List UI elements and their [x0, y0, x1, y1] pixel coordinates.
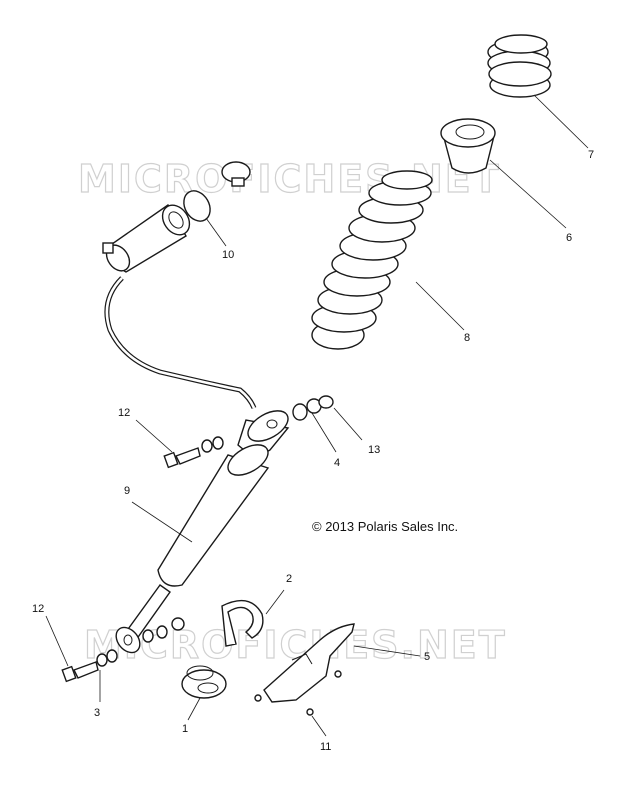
upper-bolt [163, 436, 224, 469]
callout-6: 6 [566, 232, 572, 244]
watermark-bottom: MICROFICHES.NET [84, 623, 507, 667]
large-spring [311, 170, 433, 350]
callout-12-lower: 12 [32, 603, 44, 615]
callout-8: 8 [464, 332, 470, 344]
callout-2: 2 [286, 573, 292, 585]
callout-13: 13 [368, 444, 380, 456]
callout-7: 7 [588, 149, 594, 161]
shock-absorber [115, 410, 290, 654]
reservoir-hose [104, 276, 257, 409]
reservoir [102, 203, 191, 273]
callout-3: 3 [94, 707, 100, 719]
callout-11: 11 [320, 741, 331, 753]
upper-hardware [292, 395, 334, 421]
spring-adapter [440, 118, 496, 174]
small-spring [487, 34, 552, 98]
spring-retainer [181, 665, 227, 699]
lower-hardware [61, 617, 185, 683]
callout-10: 10 [222, 249, 234, 261]
callout-4: 4 [334, 457, 340, 469]
callout-1: 1 [182, 723, 188, 735]
retaining-clip [221, 599, 264, 647]
copyright-notice: © 2013 Polaris Sales Inc. [312, 519, 459, 534]
shock-guard [263, 623, 355, 703]
leader-lines [45, 94, 589, 737]
callout-12-upper: 12 [118, 407, 130, 419]
reservoir-clamp [183, 161, 251, 222]
callout-9: 9 [124, 485, 130, 497]
callout-5: 5 [424, 651, 430, 663]
guard-screws [254, 670, 342, 716]
watermark-top: MICROFICHES.NET [78, 157, 501, 201]
